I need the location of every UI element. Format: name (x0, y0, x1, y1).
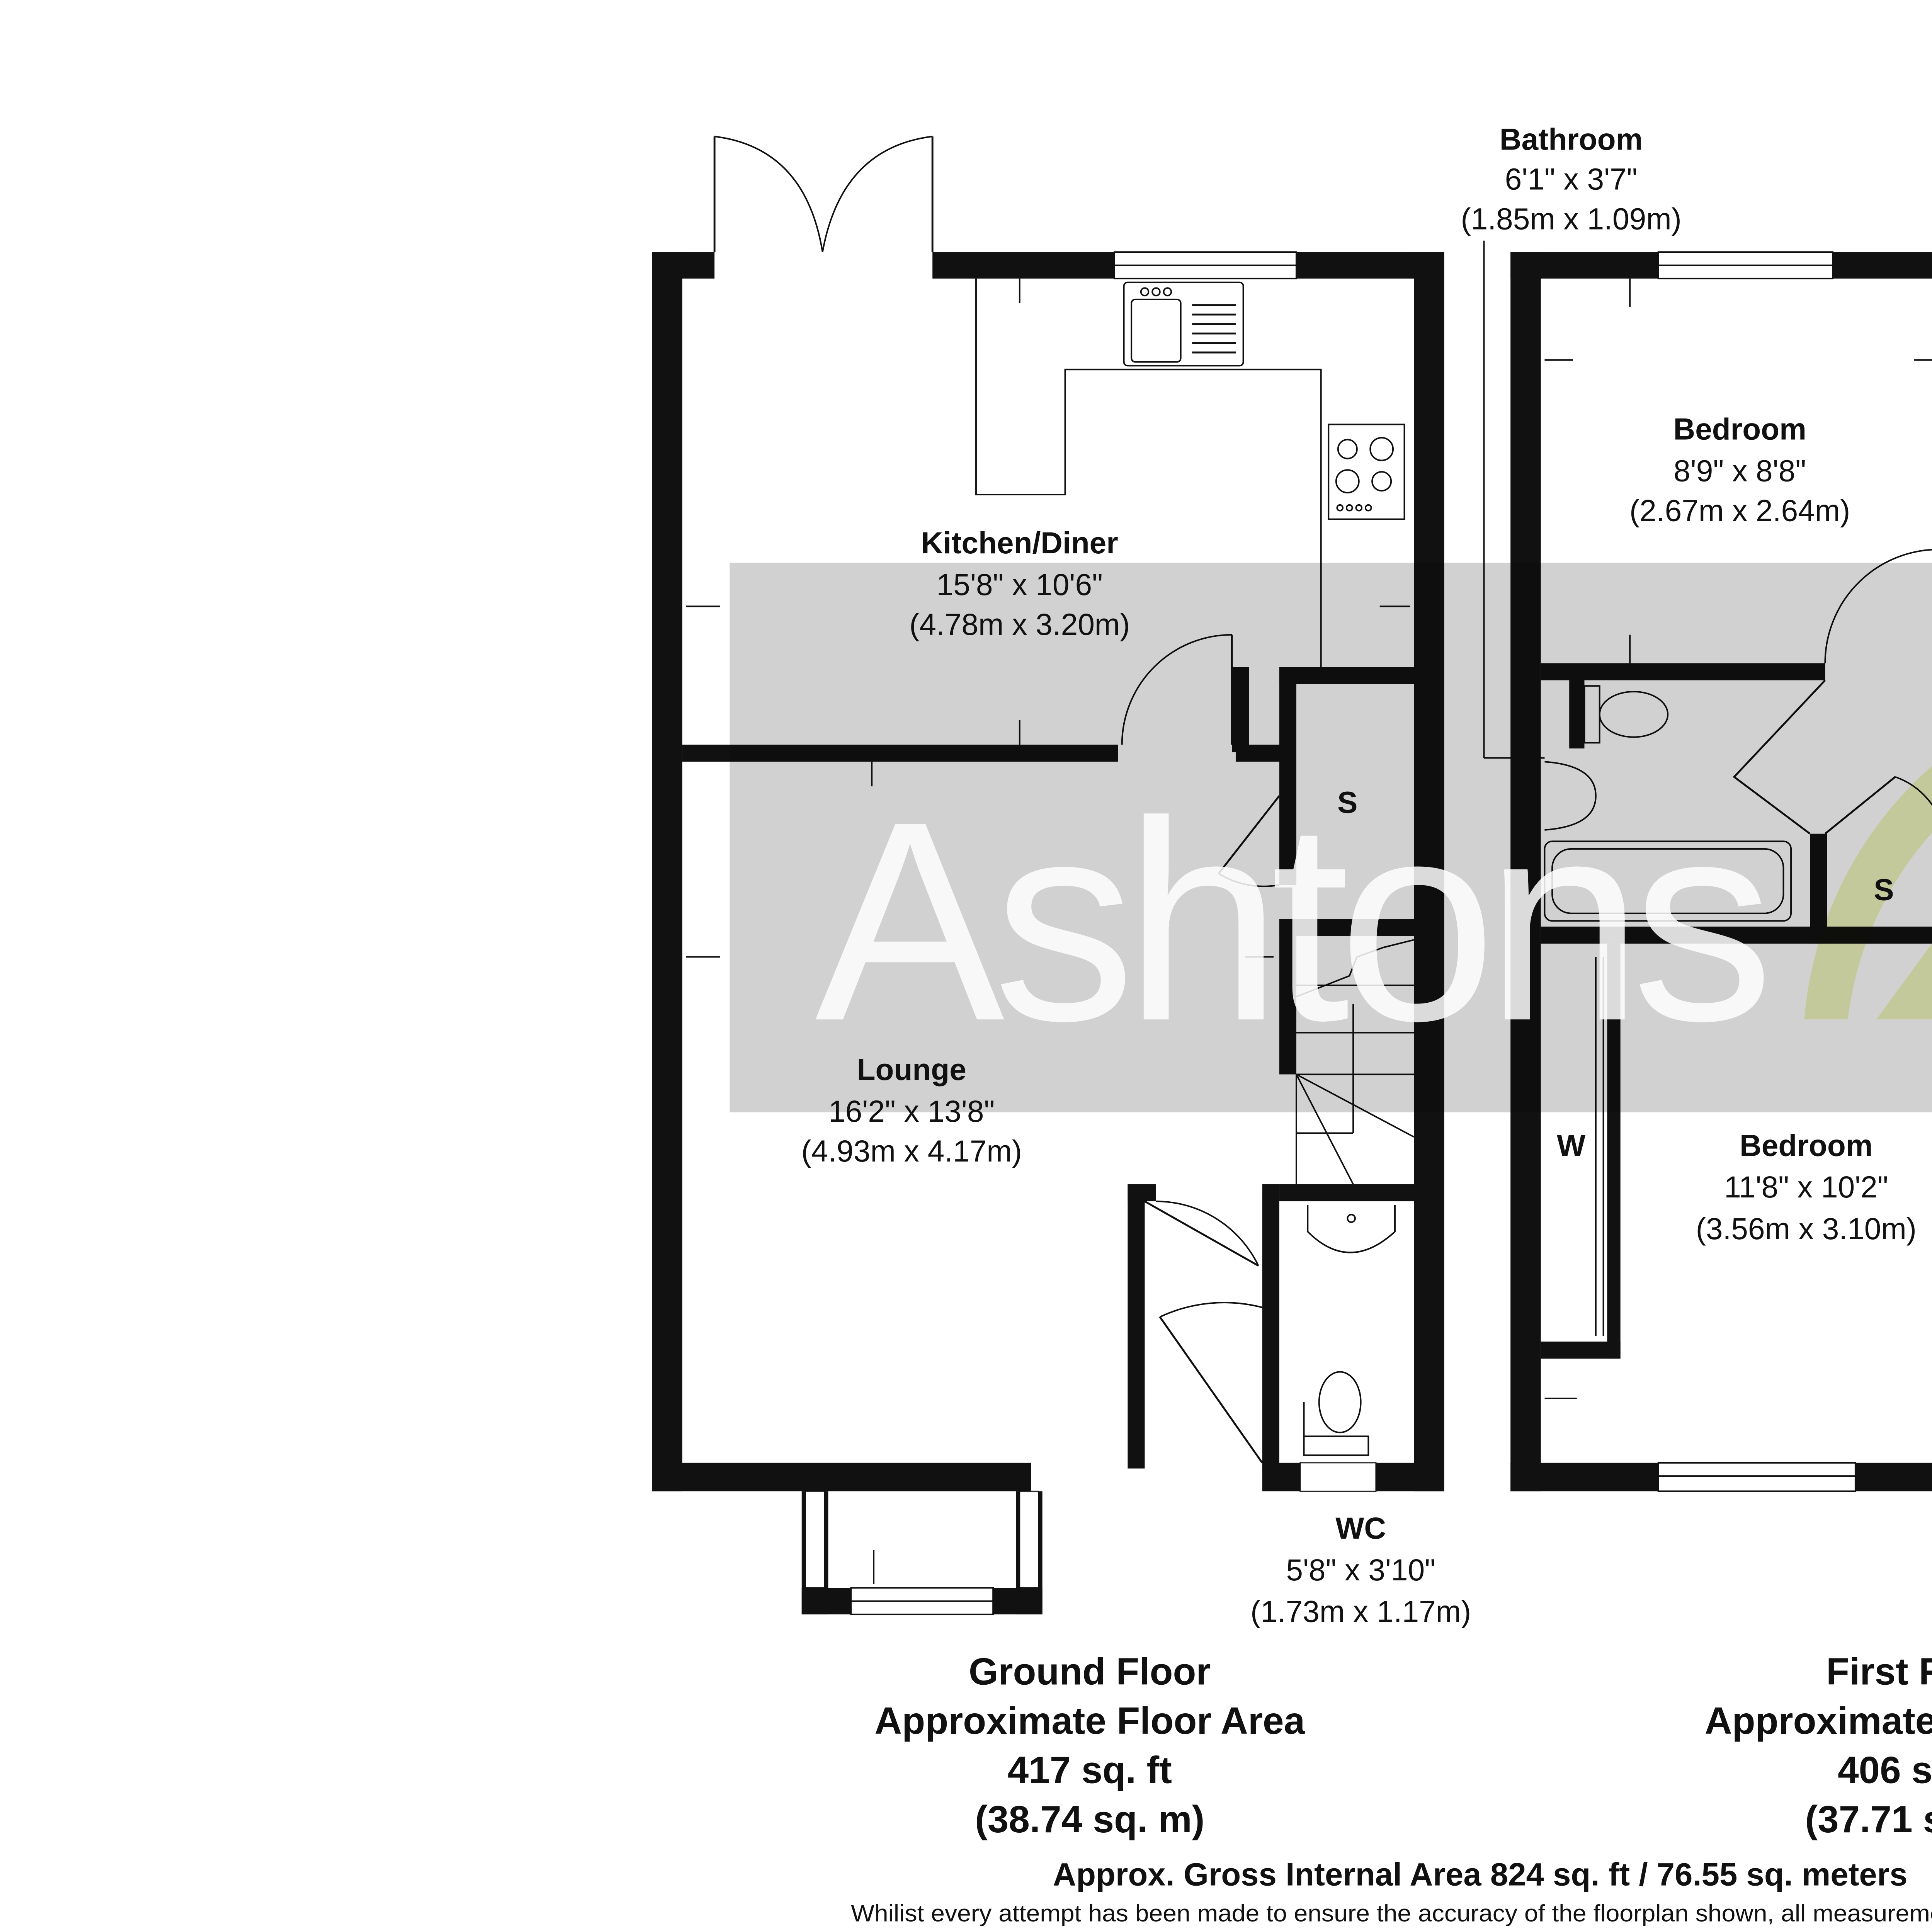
room-name-bedroom-1: Bedroom (1740, 1128, 1872, 1162)
footer: Approx. Gross Internal Area 824 sq. ft /… (851, 1856, 1932, 1927)
ground-floor-summary: Ground Floor Approximate Floor Area 417 … (874, 1650, 1305, 1840)
hob-icon (1328, 423, 1405, 520)
room-size-metric-bedroom-2: (2.67m x 2.64m) (1629, 494, 1850, 528)
ground-floor-title: Ground Floor (969, 1650, 1211, 1693)
sink-icon (1123, 281, 1244, 367)
room-name-bathroom: Bathroom (1500, 122, 1643, 156)
room-size-imperial-bedroom-2: 8'9" x 8'8" (1673, 454, 1806, 488)
first-floor-area-sqft: 406 sq. ft (1838, 1749, 1932, 1791)
first-floor-title: First Floor (1826, 1650, 1932, 1693)
first-floor-subtitle: Approximate Floor Area (1705, 1699, 1932, 1742)
room-size-metric-kitchen: (4.78m x 3.20m) (909, 607, 1130, 641)
storage-label-first: S (1874, 872, 1894, 906)
room-size-imperial-wc: 5'8" x 3'10" (1286, 1553, 1435, 1587)
french-doors-icon (713, 136, 934, 252)
room-size-metric-bedroom-1: (3.56m x 3.10m) (1696, 1212, 1917, 1246)
room-size-metric-bathroom: (1.85m x 1.09m) (1461, 202, 1682, 236)
toilet-icon (1303, 1371, 1369, 1456)
room-name-wc: WC (1335, 1511, 1386, 1545)
room-name-lounge: Lounge (857, 1053, 966, 1087)
wc-basin-icon (1307, 1205, 1396, 1253)
room-size-imperial-kitchen: 15'8" x 10'6" (937, 568, 1103, 602)
watermark-text: Ashtons (815, 762, 1765, 1080)
room-size-metric-wc: (1.73m x 1.17m) (1250, 1595, 1471, 1629)
room-size-imperial-lounge: 16'2" x 13'8" (828, 1094, 995, 1128)
room-name-bedroom-2: Bedroom (1673, 412, 1806, 446)
watermark-overlay: Ashtons (730, 563, 1932, 1112)
ground-floor-area-sqft: 417 sq. ft (1008, 1749, 1172, 1791)
disclaimer-line-1: Whilist every attempt has been made to e… (851, 1900, 1932, 1927)
first-floor-area-sqm: (37.71 sq. m) (1805, 1798, 1932, 1840)
room-size-imperial-bedroom-1: 11'8" x 10'2" (1724, 1170, 1888, 1204)
storage-label-ground: S (1337, 786, 1357, 820)
room-size-metric-lounge: (4.93m x 4.17m) (801, 1134, 1022, 1168)
first-floor-summary: First Floor Approximate Floor Area 406 s… (1705, 1650, 1932, 1840)
ground-floor-subtitle: Approximate Floor Area (874, 1699, 1305, 1742)
gross-internal-area: Approx. Gross Internal Area 824 sq. ft /… (1053, 1856, 1908, 1892)
room-name-kitchen: Kitchen/Diner (921, 526, 1118, 560)
kitchen-worktop (975, 278, 1322, 667)
room-size-imperial-bathroom: 6'1" x 3'7" (1505, 162, 1638, 196)
wardrobe-label: W (1557, 1128, 1585, 1162)
ground-floor-area-sqm: (38.74 sq. m) (975, 1798, 1204, 1840)
